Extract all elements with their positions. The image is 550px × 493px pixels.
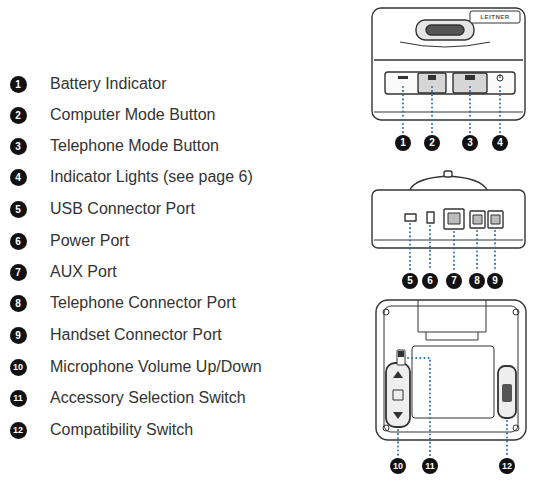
part-name: Telephone Connector Port — [50, 293, 236, 313]
callout-number: 4 — [492, 135, 508, 151]
part-name: Accessory Selection Switch — [50, 388, 246, 408]
callout-number: 2 — [424, 135, 440, 151]
callout-number: 5 — [402, 273, 418, 289]
part-name: Telephone Mode Button — [50, 136, 219, 156]
callout-number: 3 — [10, 138, 27, 155]
part-name: USB Connector Port — [50, 199, 195, 219]
part-name: Computer Mode Button — [50, 105, 215, 125]
callout-number: 9 — [10, 327, 27, 344]
callout-number: 9 — [487, 273, 503, 289]
callout-number: 10 — [10, 359, 27, 376]
callout-number: 7 — [446, 273, 462, 289]
callout-number: 10 — [390, 458, 406, 474]
brand-logo: LEITNER — [480, 13, 509, 21]
callout-number: 4 — [10, 169, 27, 186]
callout-number: 11 — [422, 458, 438, 474]
part-name: Power Port — [50, 231, 129, 251]
callout-number: 12 — [499, 458, 515, 474]
callout-number: 5 — [10, 201, 27, 218]
callout-number: 3 — [462, 135, 478, 151]
part-name: Compatibility Switch — [50, 420, 193, 440]
callout-number: 12 — [10, 422, 27, 439]
callout-number: 8 — [10, 295, 27, 312]
callout-number: 2 — [10, 107, 27, 124]
callout-number: 6 — [422, 273, 438, 289]
callout-number: 7 — [10, 264, 27, 281]
part-name: Battery Indicator — [50, 74, 167, 94]
part-name: Microphone Volume Up/Down — [50, 357, 262, 377]
part-name: Indicator Lights (see page 6) — [50, 167, 253, 187]
callout-number: 11 — [10, 390, 27, 407]
part-name: Handset Connector Port — [50, 325, 222, 345]
callout-number: 1 — [10, 76, 27, 93]
callout-number: 6 — [10, 233, 27, 250]
callout-number: 8 — [469, 273, 485, 289]
part-name: AUX Port — [50, 262, 117, 282]
callout-number: 1 — [395, 135, 411, 151]
